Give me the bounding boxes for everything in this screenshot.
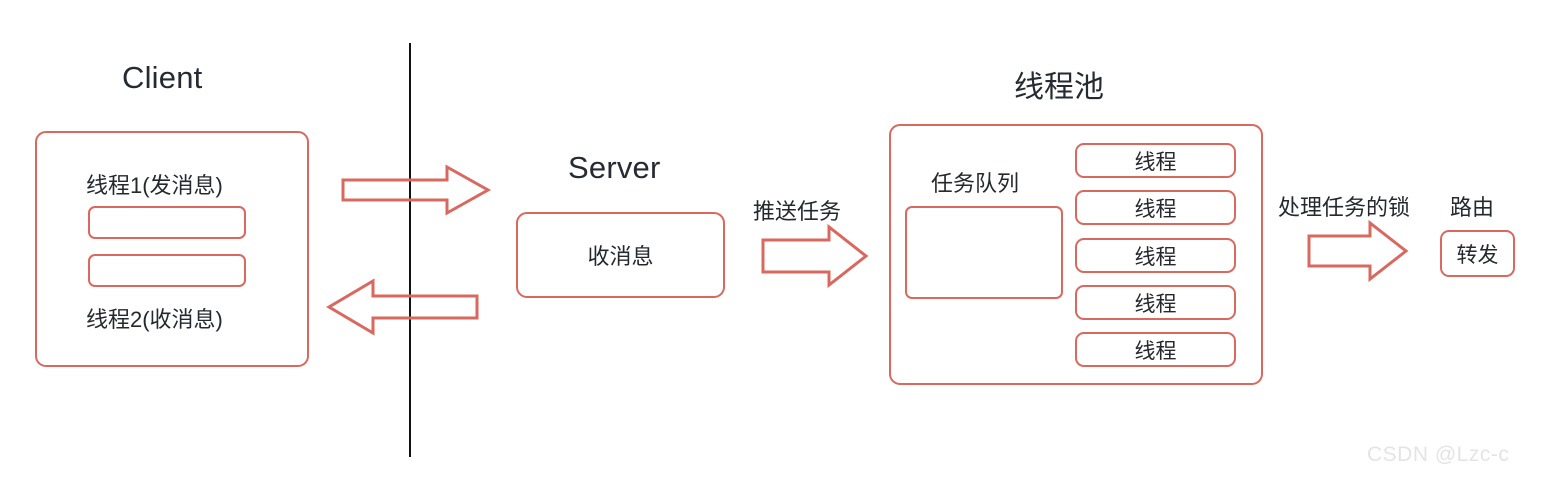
client-thread2-label: 线程2(收消息) xyxy=(86,307,223,332)
thread-box-4-label: 线程 xyxy=(1134,292,1177,316)
server-title: Server xyxy=(568,150,661,185)
threadpool-title: 线程池 xyxy=(1014,71,1104,104)
client-box xyxy=(35,131,309,367)
threadpool-box xyxy=(889,124,1263,385)
client-thread1-label: 线程1(发消息) xyxy=(86,173,223,198)
task-queue-box xyxy=(905,206,1063,299)
client-title: Client xyxy=(122,60,203,95)
thread-box-1: 线程 xyxy=(1075,143,1236,178)
forward-box-label: 转发 xyxy=(1456,243,1499,267)
thread-box-3-label: 线程 xyxy=(1134,245,1177,269)
arrow-push-task xyxy=(761,223,869,289)
server-receive-box-label: 收消息 xyxy=(587,244,654,269)
server-receive-box: 收消息 xyxy=(516,212,725,298)
thread-box-1-label: 线程 xyxy=(1134,150,1177,174)
arrow-client-to-server xyxy=(341,164,492,216)
thread-box-2-label: 线程 xyxy=(1134,197,1177,221)
csdn-watermark: CSDN @Lzc-c xyxy=(1367,443,1510,466)
lock-label: 处理任务的锁 xyxy=(1278,195,1411,220)
forward-box: 转发 xyxy=(1440,230,1515,277)
client-server-divider xyxy=(409,43,411,457)
client-thread2-slot xyxy=(88,254,246,287)
client-thread1-slot xyxy=(88,206,246,239)
push-task-label: 推送任务 xyxy=(753,199,842,224)
routing-label: 路由 xyxy=(1450,195,1495,220)
arrow-routing xyxy=(1307,219,1409,283)
thread-box-5: 线程 xyxy=(1075,332,1236,367)
arrow-server-to-client xyxy=(326,278,480,336)
task-queue-label: 任务队列 xyxy=(931,171,1020,196)
thread-box-5-label: 线程 xyxy=(1134,339,1177,363)
thread-box-3: 线程 xyxy=(1075,238,1236,273)
thread-box-2: 线程 xyxy=(1075,190,1236,225)
thread-box-4: 线程 xyxy=(1075,285,1236,320)
